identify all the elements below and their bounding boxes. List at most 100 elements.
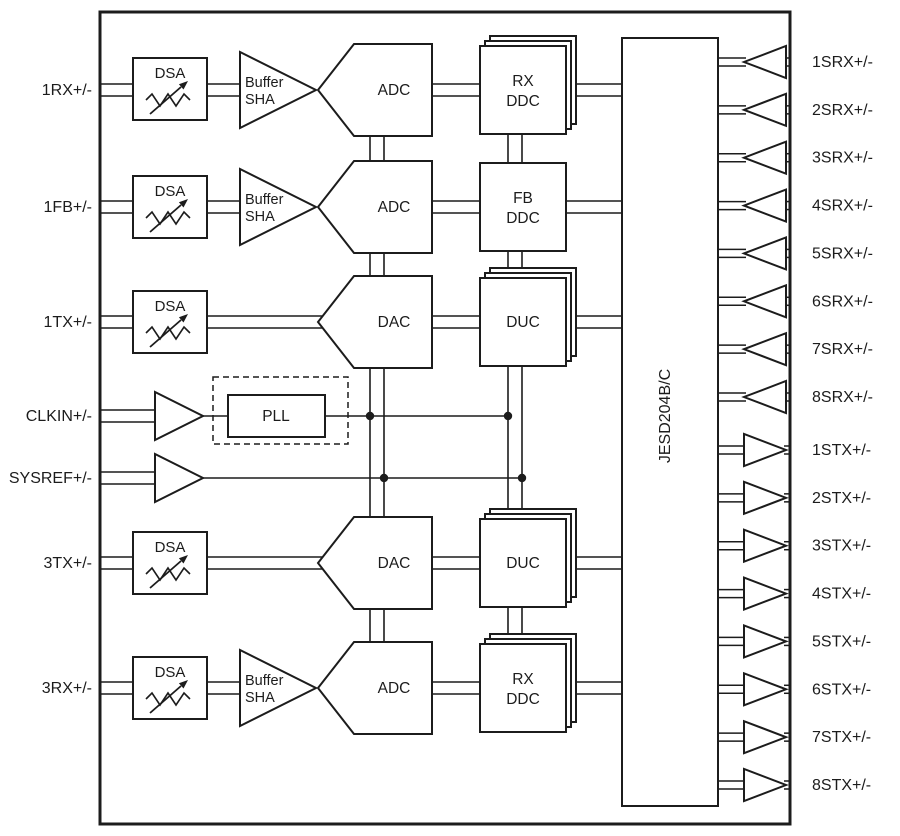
srx-buffer <box>741 140 787 176</box>
sysref-buffer <box>154 452 206 504</box>
stx-port-label: 2STX+/- <box>812 490 871 507</box>
jesd-label: JESD204B/C <box>657 369 674 463</box>
pll-label: PLL <box>262 408 290 425</box>
srx-buffer <box>741 44 787 80</box>
attenuator-arrow-icon <box>149 560 182 589</box>
dac-block <box>316 516 433 610</box>
junction-dot <box>517 473 527 483</box>
junction-dot <box>379 473 389 483</box>
stx-buffer <box>743 576 789 612</box>
buffer-sha-label: Buffer <box>245 75 284 91</box>
buffer-sha-block <box>239 648 319 728</box>
dsa-block <box>132 57 208 121</box>
adc-block <box>316 43 433 137</box>
stx-buffer <box>743 432 789 468</box>
srx-port-label: 8SRX+/- <box>812 389 873 406</box>
attenuator-arrowhead-icon <box>178 314 188 323</box>
duc-label: DUC <box>506 555 540 572</box>
attenuator-zigzag-icon <box>145 325 191 341</box>
stx-buffer <box>743 767 789 803</box>
fb-ddc-label: FB <box>513 190 533 207</box>
srx-port-label: 1SRX+/- <box>812 54 873 71</box>
pll-dashed-boundary <box>212 376 349 445</box>
junction-dot <box>365 411 375 421</box>
buffer-sha-label: SHA <box>245 92 275 108</box>
chip-boundary <box>98 10 792 826</box>
stx-port-label: 4STX+/- <box>812 586 871 603</box>
dsa-label: DSA <box>155 183 186 200</box>
stx-buffer <box>743 671 789 707</box>
rx-ddc-label: DDC <box>506 93 540 110</box>
buffer-sha-block <box>239 167 319 247</box>
clkin-buffer <box>154 390 206 442</box>
duc-block <box>479 518 567 608</box>
buffer-sha-label: Buffer <box>245 673 284 689</box>
duc-block <box>479 277 567 367</box>
fb-ddc-block <box>479 162 567 252</box>
dsa-block <box>132 531 208 595</box>
dsa-block <box>132 290 208 354</box>
stx-buffer <box>743 623 789 659</box>
srx-port-label: 3SRX+/- <box>812 150 873 167</box>
dsa-label: DSA <box>155 65 186 82</box>
stx-buffer <box>743 528 789 564</box>
left-port-label: CLKIN+/- <box>26 408 92 425</box>
srx-port-label: 6SRX+/- <box>812 293 873 310</box>
buffer-sha-label: SHA <box>245 209 275 225</box>
attenuator-arrow-icon <box>149 685 182 714</box>
adc-label: ADC <box>378 82 411 99</box>
stx-buffer <box>743 480 789 516</box>
adc-block <box>316 160 433 254</box>
stx-buffer <box>743 719 789 755</box>
attenuator-arrow-icon <box>149 204 182 233</box>
left-port-label: 1TX+/- <box>44 314 92 331</box>
rx-ddc-block <box>479 643 567 733</box>
rx-ddc-block <box>479 45 567 135</box>
attenuator-arrow-icon <box>149 86 182 115</box>
srx-buffer <box>741 331 787 367</box>
srx-port-label: 5SRX+/- <box>812 245 873 262</box>
attenuator-arrow-icon <box>149 319 182 348</box>
dsa-block <box>132 175 208 239</box>
attenuator-arrowhead-icon <box>178 199 188 208</box>
dsa-block <box>132 656 208 720</box>
adc-label: ADC <box>378 680 411 697</box>
attenuator-zigzag-icon <box>145 691 191 707</box>
srx-buffer <box>741 379 787 415</box>
dsa-label: DSA <box>155 298 186 315</box>
attenuator-arrowhead-icon <box>178 81 188 90</box>
dsa-label: DSA <box>155 539 186 556</box>
srx-port-label: 4SRX+/- <box>812 198 873 215</box>
duc-label: DUC <box>506 314 540 331</box>
attenuator-zigzag-icon <box>145 210 191 226</box>
stx-port-label: 8STX+/- <box>812 777 871 794</box>
rx-ddc-label: RX <box>512 73 534 90</box>
srx-buffer <box>741 235 787 271</box>
rx-ddc-label: DDC <box>506 691 540 708</box>
buffer-sha-label: Buffer <box>245 192 284 208</box>
srx-buffer <box>741 92 787 128</box>
dac-label: DAC <box>378 314 411 331</box>
jesd-block <box>621 37 719 807</box>
junction-dot <box>503 411 513 421</box>
attenuator-arrowhead-icon <box>178 680 188 689</box>
stx-port-label: 3STX+/- <box>812 538 871 555</box>
stx-port-label: 1STX+/- <box>812 442 871 459</box>
dac-block <box>316 275 433 369</box>
pll-block <box>227 394 326 438</box>
srx-port-label: 7SRX+/- <box>812 341 873 358</box>
attenuator-arrowhead-icon <box>178 555 188 564</box>
dac-label: DAC <box>378 555 411 572</box>
attenuator-zigzag-icon <box>145 566 191 582</box>
blocks-layer: JESD204B/CDSADSADSADSADSABufferSHABuffer… <box>9 35 873 807</box>
left-port-label: SYSREF+/- <box>9 470 92 487</box>
left-port-label: 1RX+/- <box>42 82 92 99</box>
stx-port-label: 6STX+/- <box>812 681 871 698</box>
buffer-sha-label: SHA <box>245 690 275 706</box>
dsa-label: DSA <box>155 664 186 681</box>
srx-buffer <box>741 283 787 319</box>
stx-port-label: 7STX+/- <box>812 729 871 746</box>
rx-ddc-label: RX <box>512 671 534 688</box>
